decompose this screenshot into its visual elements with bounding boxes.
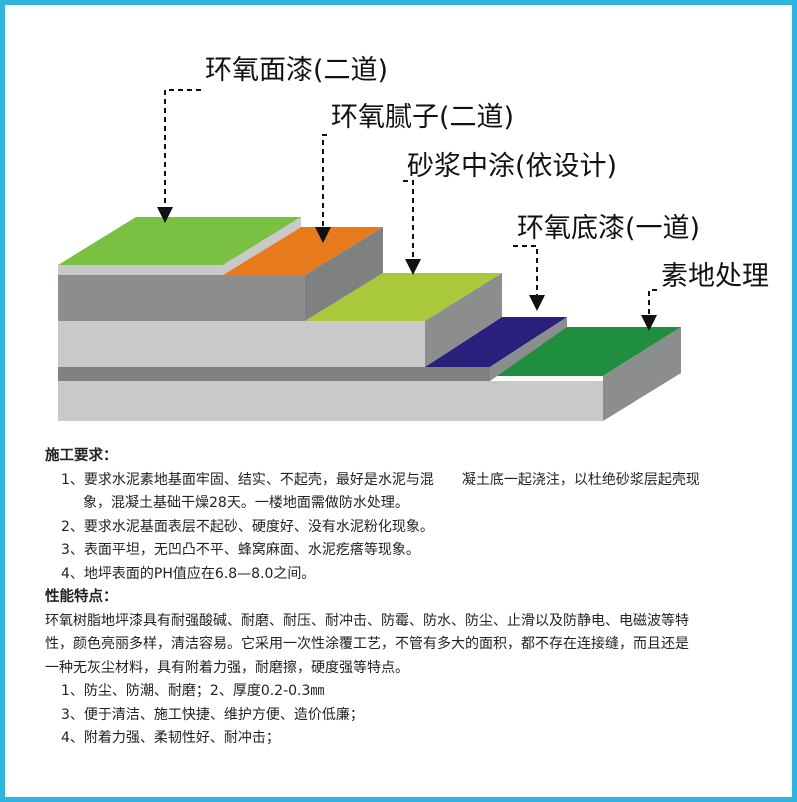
construction-item-text: 1、要求水泥素地基面牢固、结实、不起壳，最好是水泥与混 凝土底一起浇注，以杜绝砂… <box>61 471 700 488</box>
topcoat-front <box>58 265 223 275</box>
slab-bottom-front <box>58 381 603 421</box>
features-paragraph-line: 环氧树脂地坪漆具有耐强酸碱、耐磨、耐压、耐冲击、防霉、防水、防尘、止滑以及防静电… <box>45 612 689 629</box>
leader-topcoat <box>157 89 201 223</box>
slab-bottom-side <box>603 327 681 421</box>
construction-heading: 施工要求： <box>45 448 118 464</box>
features-paragraph-line: 性，颜色亮丽多样，清洁容易。它采用一次性涂覆工艺，不管有多大的面积，都不存在连接… <box>45 636 689 652</box>
description-text: 施工要求： 1、要求水泥素地基面牢固、结实、不起壳，最好是水泥与混 凝土底一起浇… <box>45 445 785 751</box>
leader-primer <box>513 245 545 311</box>
leader-substrate <box>641 289 657 331</box>
label-substrate: 素地处理 <box>661 261 769 292</box>
slab-bottom <box>58 327 681 421</box>
construction-item: 4、地坪表面的PH值应在6.8—8.0之间。 <box>61 565 316 582</box>
arrow-down-icon <box>157 207 173 223</box>
putty-top <box>223 227 383 275</box>
features-paragraph-line: 一种无灰尘材料，具有附着力强，耐磨擦，硬度强等特点。 <box>45 659 409 676</box>
substrate-top <box>490 327 681 376</box>
construction-item: 3、表面平坦，无凹凸不平、蜂窝麻面、水泥疙瘩等现象。 <box>61 542 420 558</box>
arrow-down-icon <box>405 259 421 275</box>
construction-item-continued: 象，混凝土基础干燥28天。一楼地面需做防水处理。 <box>83 495 409 511</box>
slab-upper-front <box>58 275 305 321</box>
features-item: 4、附着力强、柔韧性好、耐冲击； <box>61 730 280 746</box>
topcoat-side <box>223 217 301 275</box>
label-topcoat: 环氧面漆(二道) <box>205 55 388 86</box>
construction-item: 2、要求水泥基面表层不起砂、硬度好、没有水泥粉化现象。 <box>61 518 434 535</box>
content-frame: 环氧面漆(二道) 环氧腻子(二道) 砂浆中涂(依设计) 环氧底漆(一道) 素地处… <box>5 5 792 797</box>
features-item: 3、便于清洁、施工快捷、维护方便、造价低廉； <box>61 706 364 723</box>
primer-top <box>425 317 567 367</box>
label-primer: 环氧底漆(一道) <box>517 213 700 244</box>
label-putty: 环氧腻子(二道) <box>331 102 514 133</box>
leader-mortar <box>403 180 421 275</box>
layer-diagram: 环氧面漆(二道) 环氧腻子(二道) 砂浆中涂(依设计) 环氧底漆(一道) 素地处… <box>58 55 769 421</box>
slab-middle <box>58 273 502 367</box>
primer-side <box>490 317 567 381</box>
slab-middle-front <box>58 321 425 367</box>
leader-putty <box>315 134 331 243</box>
arrow-down-icon <box>529 295 545 311</box>
topcoat-top <box>58 217 301 265</box>
mortar-top <box>305 273 502 321</box>
arrow-down-icon <box>641 315 657 331</box>
label-mortar: 砂浆中涂(依设计) <box>407 151 617 182</box>
layer-primer <box>425 317 567 381</box>
slab-middle-side <box>425 273 502 367</box>
arrow-down-icon <box>315 227 331 243</box>
construction-item: 1、要求水泥素地基面牢固、结实、不起壳，最好是水泥与混 凝土底一起浇注，以杜绝砂… <box>45 469 785 516</box>
slab-bottom-edge <box>58 365 490 381</box>
slab-upper-side <box>305 227 383 321</box>
slab-upper <box>58 217 383 321</box>
features-heading: 性能特点： <box>45 589 118 605</box>
features-item: 1、防尘、防潮、耐磨；2、厚度0.2-0.3㎜ <box>61 683 325 699</box>
